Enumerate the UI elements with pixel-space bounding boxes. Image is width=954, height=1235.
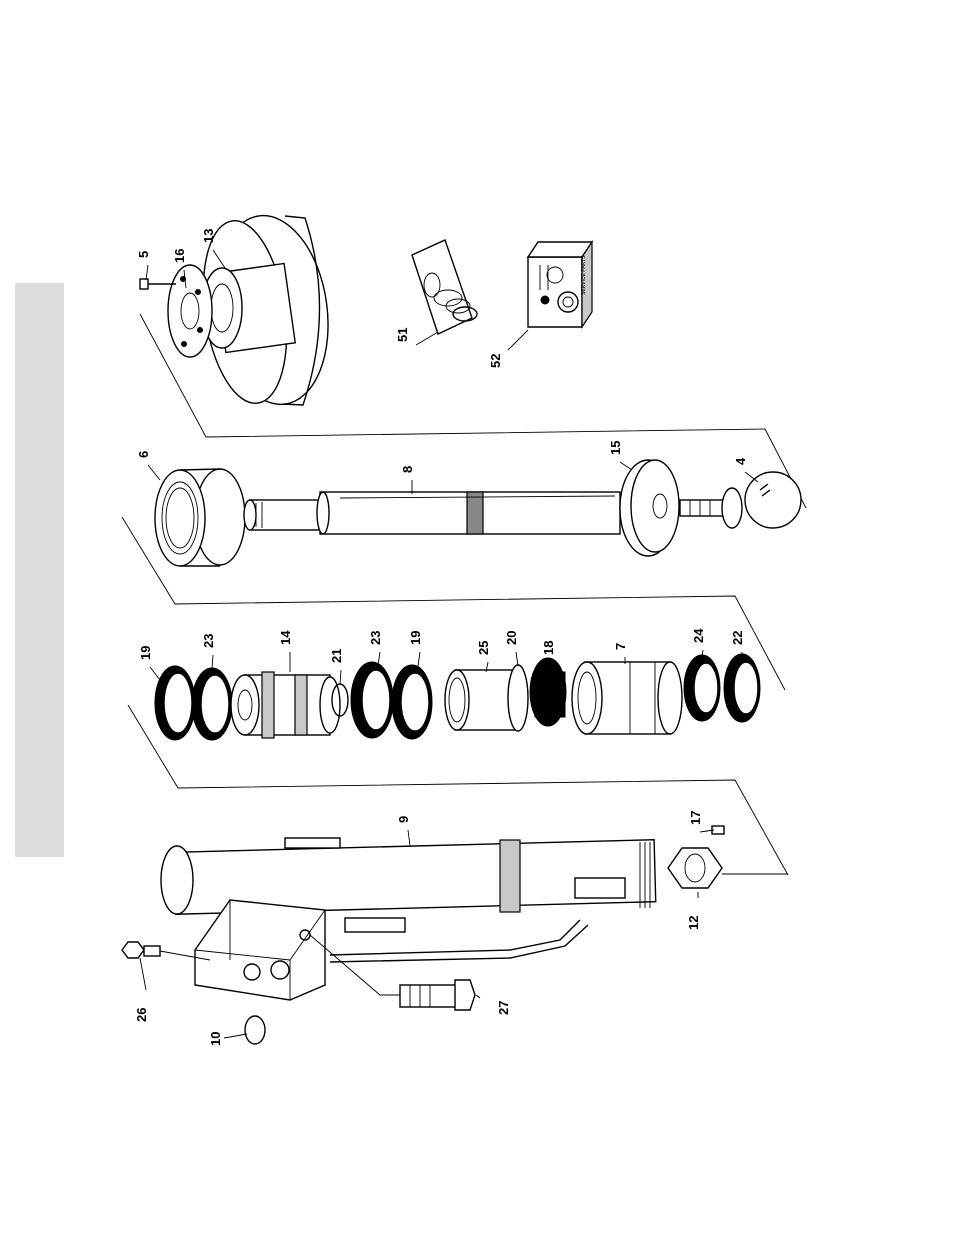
callout-13: 13 (201, 229, 216, 243)
part-19-wiper-seal-a (155, 666, 195, 740)
part-16-flange (168, 265, 212, 357)
part-14-piston (231, 672, 340, 738)
part-51-seal-kit-bag (412, 240, 477, 334)
part-18-seal (530, 658, 566, 726)
kit-box-label: SERVICE PARTS (581, 255, 587, 295)
callout-16: 16 (172, 249, 187, 263)
part-15-saddle-plate (620, 460, 679, 556)
callout-8: 8 (400, 466, 415, 473)
callout-23-a: 23 (201, 634, 216, 648)
callout-20: 20 (504, 631, 519, 645)
callout-51: 51 (395, 328, 410, 342)
part-10-plug (245, 1016, 265, 1044)
part-6-gland-nut (155, 469, 245, 566)
callout-10: 10 (208, 1032, 223, 1046)
part-4-ball-joint (680, 472, 801, 528)
callout-15: 15 (608, 441, 623, 455)
part-7-cylinder-cap (572, 662, 682, 734)
callout-25: 25 (476, 641, 491, 655)
callout-26: 26 (134, 1008, 149, 1022)
callout-14: 14 (278, 630, 293, 645)
callout-52: 52 (488, 354, 503, 368)
callout-27: 27 (496, 1001, 511, 1015)
part-8-plunger (244, 492, 620, 534)
part-52-service-parts-box: SERVICE PARTS (528, 242, 592, 327)
part-24-seal (684, 655, 720, 721)
part-25-bushing (445, 670, 515, 730)
callout-12: 12 (686, 916, 701, 930)
part-20-backup-ring (508, 665, 528, 731)
callout-18: 18 (541, 641, 556, 655)
callout-19-a: 19 (138, 646, 153, 660)
callout-23-b: 23 (368, 631, 383, 645)
callout-5: 5 (136, 251, 151, 258)
callout-22: 22 (730, 631, 745, 645)
part-22-seal (724, 654, 760, 722)
callout-21: 21 (329, 649, 344, 663)
callout-9: 9 (396, 816, 411, 823)
callout-17: 17 (688, 811, 703, 825)
part-27-pump-fitting (310, 935, 475, 1010)
callout-6: 6 (136, 451, 151, 458)
part-23-seal-a (192, 668, 232, 740)
part-block-port-housing (195, 900, 325, 1000)
callout-7: 7 (613, 643, 628, 650)
part-23-seal-b (351, 662, 393, 738)
part-19-wiper-seal-b (392, 665, 432, 739)
callout-19-b: 19 (408, 631, 423, 645)
callout-24: 24 (691, 628, 706, 643)
callout-4: 4 (733, 457, 748, 465)
part-12-nut (668, 848, 722, 888)
